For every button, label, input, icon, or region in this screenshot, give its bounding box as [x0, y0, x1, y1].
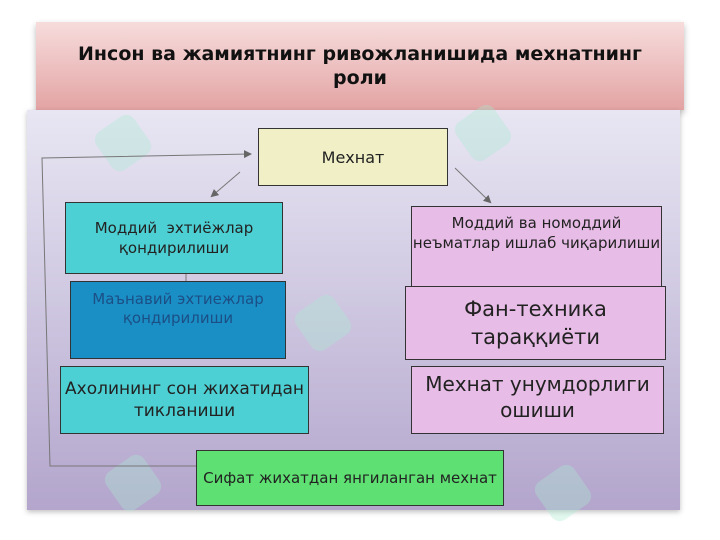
box-sifat-mehnat: Сифат жихатдан янгиланган мехнат [196, 450, 504, 506]
box-moddiy-nomoddiy: Моддий ва номоддий неъматлар ишлаб чиқар… [411, 206, 662, 288]
feedback-loop-line [41, 150, 252, 467]
title-bar: Инсон ва жамиятнинг ривожланишида мехнат… [36, 22, 684, 110]
box-moddiy-ehtiyojlar: Моддий эхтиёжлар қондирилиши [65, 202, 283, 274]
box-mehnat-label: Мехнат [321, 147, 385, 167]
box-mehnat: Мехнат [258, 128, 448, 186]
box-mehnat-unumdorligi: Мехнат унумдорлиги ошиши [411, 366, 664, 434]
arrow-mehnat-to-moddiy-nom [454, 167, 492, 204]
box-mehnat-unumdorligi-label: Мехнат унумдорлиги ошиши [425, 372, 650, 422]
box-moddiy-ehtiyojlar-label: Моддий эхтиёжлар қондирилиши [94, 219, 259, 257]
box-aholi-label: Ахолининг сон жихатидан тикланиши [65, 379, 304, 421]
box-fan-texnika: Фан-техника тараққиёти [405, 286, 666, 360]
box-moddiy-nomoddiy-label: Моддий ва номоддий неъматлар ишлаб чиқар… [412, 214, 661, 252]
box-sifat-mehnat-label: Сифат жихатдан янгиланган мехнат [203, 468, 497, 487]
arrow-mehnat-to-moddiy [210, 171, 241, 198]
box-aholi: Ахолининг сон жихатидан тикланиши [60, 366, 309, 434]
box-manaviy-ehtiyojlar: Маънавий эхтиежлар қондирилиши [70, 281, 286, 359]
diagram-title: Инсон ва жамиятнинг ривожланишида мехнат… [78, 43, 642, 89]
box-manaviy-ehtiyojlar-label: Маънавий эхтиежлар қондирилиши [92, 290, 264, 327]
box-fan-texnika-label: Фан-техника тараққиёти [464, 297, 607, 349]
